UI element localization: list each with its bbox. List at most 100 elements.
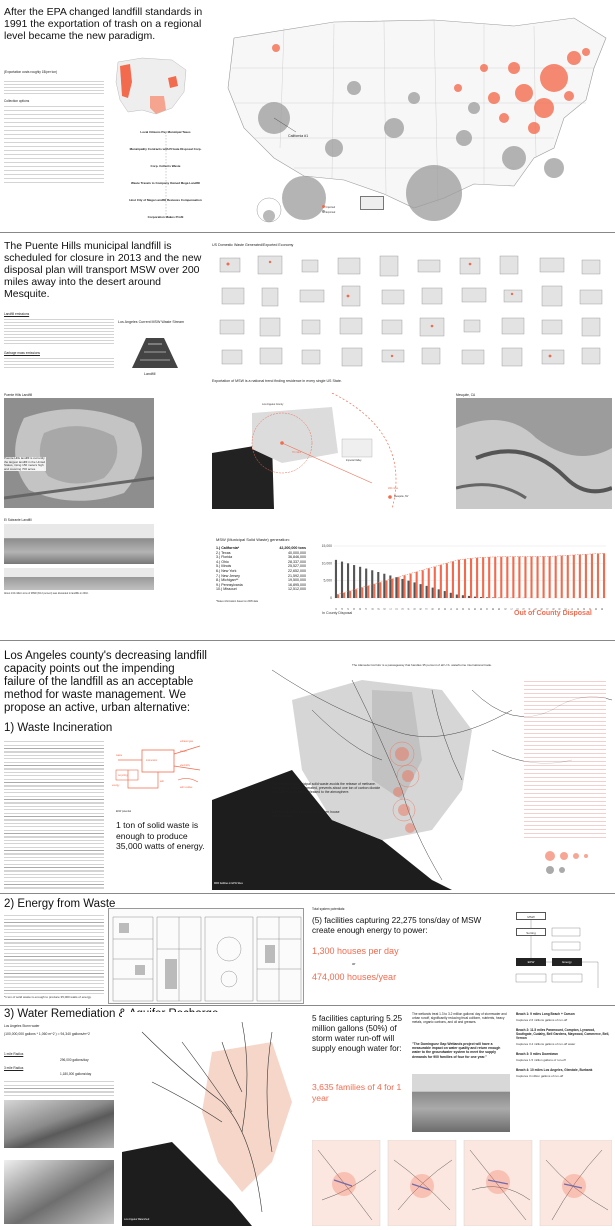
total-label: Total system potentials: bbox=[312, 907, 346, 911]
msw-state: 4.) Ohio bbox=[216, 559, 229, 564]
stat-houses-day: 1,300 houses per day bbox=[312, 946, 399, 956]
diagram-label: recycling bbox=[118, 774, 128, 777]
bar-in-county bbox=[340, 561, 344, 598]
bar-in-county bbox=[365, 568, 368, 598]
puente-hills-photo bbox=[4, 398, 154, 508]
flow-box: Sorting bbox=[516, 928, 546, 936]
legend-out-county: Out of County Disposal bbox=[514, 610, 592, 617]
bar-out-county bbox=[548, 556, 551, 598]
water-stat: 3,635 families of 4 for 1 year bbox=[312, 1082, 402, 1103]
flow-box: EFW bbox=[516, 958, 546, 966]
diagram-label: waste bbox=[116, 754, 123, 757]
landfill-label: Landfill bbox=[144, 372, 156, 376]
x-tick-label: 2048 bbox=[553, 607, 556, 610]
beach-name: Beach 2: 11.5 miles Paramount, Compton, … bbox=[516, 1028, 610, 1040]
msw-tons: 21,592,000 bbox=[288, 573, 306, 578]
x-tick-label: 2029 bbox=[438, 607, 441, 610]
bar-out-county bbox=[349, 591, 352, 598]
sobrante-caption: About 134 million tons of MSW (84.2 perc… bbox=[4, 592, 89, 595]
bar-in-county bbox=[431, 587, 434, 598]
bar-in-county bbox=[473, 596, 477, 598]
landfill-pyramid-icon bbox=[132, 338, 178, 368]
bar-out-county bbox=[367, 585, 370, 598]
bar-out-county bbox=[584, 554, 587, 598]
bar-out-county bbox=[470, 558, 473, 598]
x-tick-label: 2052 bbox=[577, 607, 580, 610]
msw-state: 7.) New Jersey bbox=[216, 573, 240, 578]
beach-name: Beach 4: 10 miles Los Angeles, Glendale,… bbox=[516, 1068, 593, 1072]
bar-out-county bbox=[506, 556, 509, 598]
x-tick-label: 2040 bbox=[504, 607, 507, 610]
channel-photo-2 bbox=[4, 1160, 114, 1224]
bar-out-county bbox=[385, 580, 388, 598]
x-tick-label: 2054 bbox=[589, 607, 592, 610]
bar-in-county bbox=[334, 559, 338, 598]
x-tick-label: 2039 bbox=[498, 607, 501, 610]
bar-in-county bbox=[377, 572, 380, 598]
x-tick-label: 2025 bbox=[414, 607, 417, 610]
california-label: California #1 bbox=[288, 134, 309, 138]
bar-out-county bbox=[524, 556, 527, 598]
x-tick-label: 2031 bbox=[450, 607, 453, 610]
legend-imported: Imported bbox=[322, 205, 335, 209]
x-tick-label: 2045 bbox=[534, 607, 537, 610]
diagram-label: energy bbox=[112, 784, 120, 787]
states-grid bbox=[219, 255, 603, 367]
msw-tons: 12,512,000 bbox=[288, 587, 306, 592]
msw-title: MSW (Municipal Solid Waste) generation: bbox=[216, 537, 290, 542]
bar-out-county bbox=[494, 556, 497, 598]
bar-out-county bbox=[451, 561, 454, 598]
flow-step: Corp. Collects Waste bbox=[150, 164, 181, 168]
msw-state: 10.) Missouri bbox=[216, 587, 237, 592]
x-tick-label: 2023 bbox=[402, 607, 405, 610]
bar-out-county bbox=[439, 565, 442, 598]
bar-out-county bbox=[488, 557, 491, 598]
y-tick-label: 10,000 bbox=[322, 561, 332, 565]
bar-out-county bbox=[476, 557, 479, 598]
bar-out-county bbox=[554, 556, 557, 598]
bar-in-county bbox=[449, 592, 452, 598]
facility-plan-drawing bbox=[108, 908, 304, 1004]
flow-box: Energy bbox=[552, 958, 582, 966]
bar-in-county bbox=[401, 578, 404, 598]
energy-statement: (5) facilities capturing 22,275 tons/day… bbox=[312, 916, 482, 935]
incinerator-diagram: incinerator energy waste steam ash recyc… bbox=[108, 740, 208, 795]
bar-out-county bbox=[578, 554, 581, 598]
alameda-note: The Alameda Corridor is a passageway tha… bbox=[352, 663, 492, 667]
landfill-emissions-label: Landfill emissions bbox=[4, 312, 30, 316]
x-tick-label: 2012 bbox=[335, 607, 338, 610]
bar-in-county bbox=[419, 584, 422, 598]
x-tick-label: 2013 bbox=[341, 607, 344, 610]
mesquite-city-label: Mesquite, NV bbox=[394, 495, 409, 498]
landfill-panorama-photo bbox=[4, 568, 154, 590]
beach-name: Beach 1: 9 miles Long Beach + Carson bbox=[516, 1012, 575, 1016]
x-tick-label: 2019 bbox=[377, 607, 380, 610]
subheading-incineration: 1) Waste Incineration bbox=[4, 722, 113, 734]
x-tick-label: 2032 bbox=[456, 607, 459, 610]
mesquite-desert-photo bbox=[456, 398, 612, 509]
system-flow: MSW Sorting EFW Energy bbox=[512, 908, 612, 1004]
bar-out-county bbox=[391, 578, 394, 598]
bar-in-county bbox=[395, 577, 398, 598]
bar-in-county bbox=[492, 597, 495, 598]
bar-in-county bbox=[407, 580, 410, 598]
incineration-stat: 1 ton of solid waste is enough to produc… bbox=[116, 820, 205, 851]
beaches-list: Beach 1: 9 miles Long Beach + Carson Cap… bbox=[516, 1012, 612, 1078]
bar-out-county bbox=[536, 556, 539, 598]
msw-table-row: 1.) California*42,200,000 tons bbox=[216, 546, 306, 551]
headline-puente: The Puente Hills municipal landfill is s… bbox=[4, 240, 202, 300]
x-tick-label: 2049 bbox=[559, 607, 562, 610]
x-tick-label: 2056 bbox=[601, 607, 604, 610]
x-tick-label: 2047 bbox=[547, 607, 550, 610]
bar-in-county bbox=[359, 566, 362, 598]
puente-caption: Puente Hills landfill is currently the l… bbox=[4, 456, 46, 472]
exportation-caption: Exportation of MSW is a national trend f… bbox=[212, 379, 342, 383]
msw-tons: 19,500,000 bbox=[288, 578, 306, 583]
bar-out-county bbox=[397, 577, 400, 598]
msw-footnote: *States information based on 2005 data bbox=[216, 600, 258, 603]
msw-state: 8.) Michigan** bbox=[216, 578, 239, 583]
headline-epa: After the EPA changed landfill standards… bbox=[4, 6, 203, 42]
